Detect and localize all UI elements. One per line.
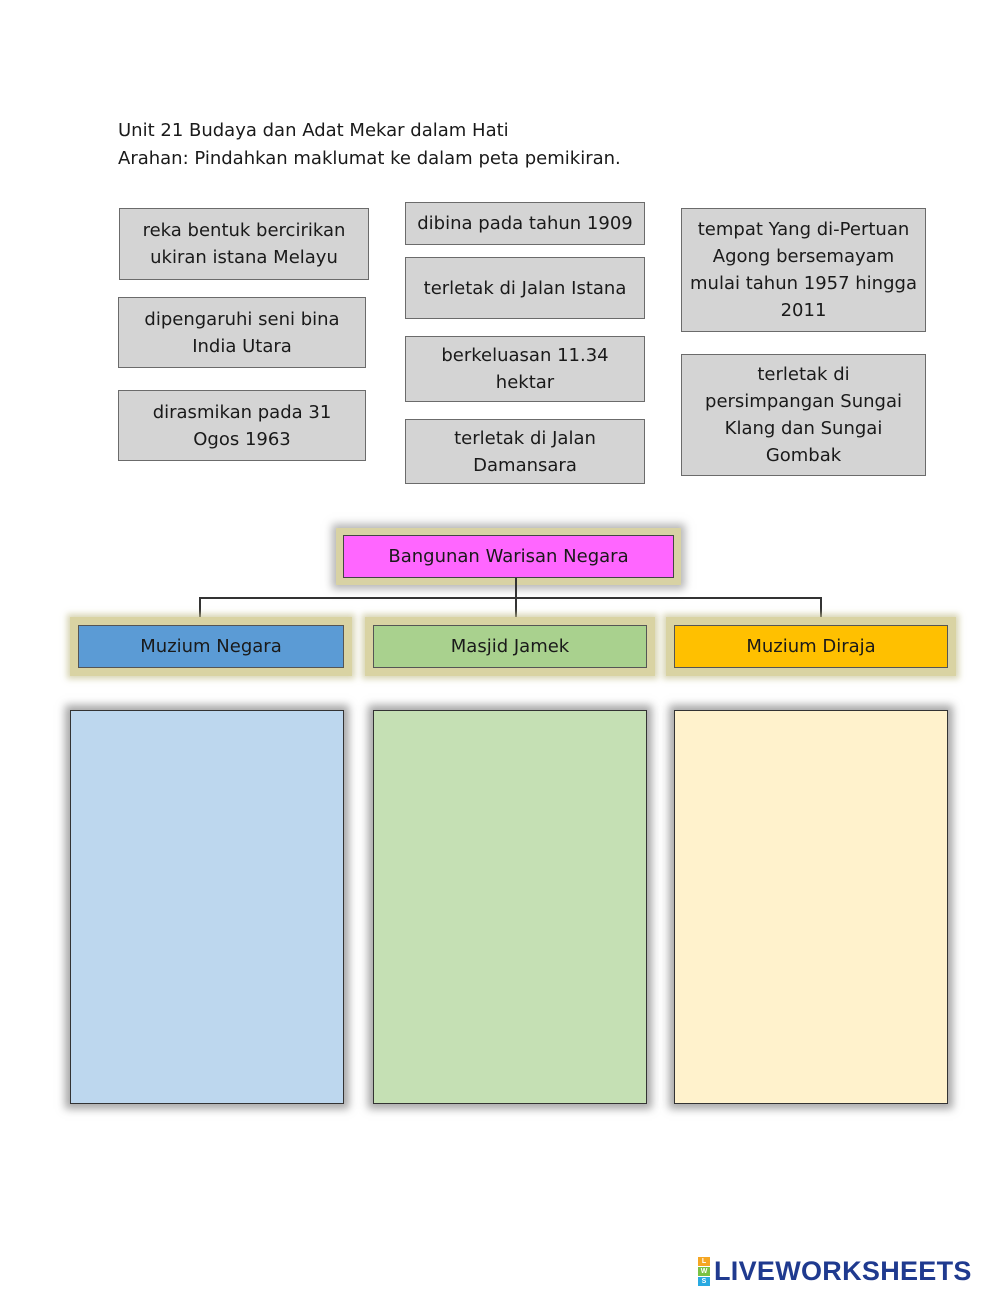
connector-line xyxy=(515,597,517,625)
logo-text: LIVEWORKSHEETS xyxy=(714,1255,972,1286)
info-card[interactable]: terletak di Jalan Damansara xyxy=(405,419,645,484)
connector-line xyxy=(199,597,822,599)
worksheet-title: Unit 21 Budaya dan Adat Mekar dalam Hati xyxy=(118,120,509,141)
category-frame: Masjid Jamek xyxy=(365,617,655,676)
connector-line xyxy=(515,578,517,598)
info-card[interactable]: tempat Yang di-Pertuan Agong bersemayam … xyxy=(681,208,926,332)
info-card[interactable]: berkeluasan 11.34 hektar xyxy=(405,336,645,402)
info-card[interactable]: reka bentuk bercirikan ukiran istana Mel… xyxy=(119,208,369,280)
connector-line xyxy=(820,597,822,625)
category-frame: Muzium Negara xyxy=(70,617,352,676)
info-card[interactable]: terletak di persimpangan Sungai Klang da… xyxy=(681,354,926,476)
drop-zone-muzium-negara[interactable] xyxy=(70,710,344,1104)
info-card[interactable]: dipengaruhi seni bina India Utara xyxy=(118,297,366,368)
category-frame: Muzium Diraja xyxy=(666,617,956,676)
worksheet-instruction: Arahan: Pindahkan maklumat ke dalam peta… xyxy=(118,148,621,169)
logo-mark-icon: L W S xyxy=(698,1256,710,1286)
map-root: Bangunan Warisan Negara xyxy=(343,535,674,578)
info-card[interactable]: terletak di Jalan Istana xyxy=(405,257,645,319)
category-masjid-jamek: Masjid Jamek xyxy=(373,625,647,668)
drop-zone-masjid-jamek[interactable] xyxy=(373,710,647,1104)
category-muzium-diraja: Muzium Diraja xyxy=(674,625,948,668)
info-card[interactable]: dibina pada tahun 1909 xyxy=(405,202,645,245)
liveworksheets-logo: L W S LIVEWORKSHEETS xyxy=(698,1256,972,1286)
drop-zone-muzium-diraja[interactable] xyxy=(674,710,948,1104)
connector-line xyxy=(199,597,201,625)
info-card[interactable]: dirasmikan pada 31 Ogos 1963 xyxy=(118,390,366,461)
category-muzium-negara: Muzium Negara xyxy=(78,625,344,668)
